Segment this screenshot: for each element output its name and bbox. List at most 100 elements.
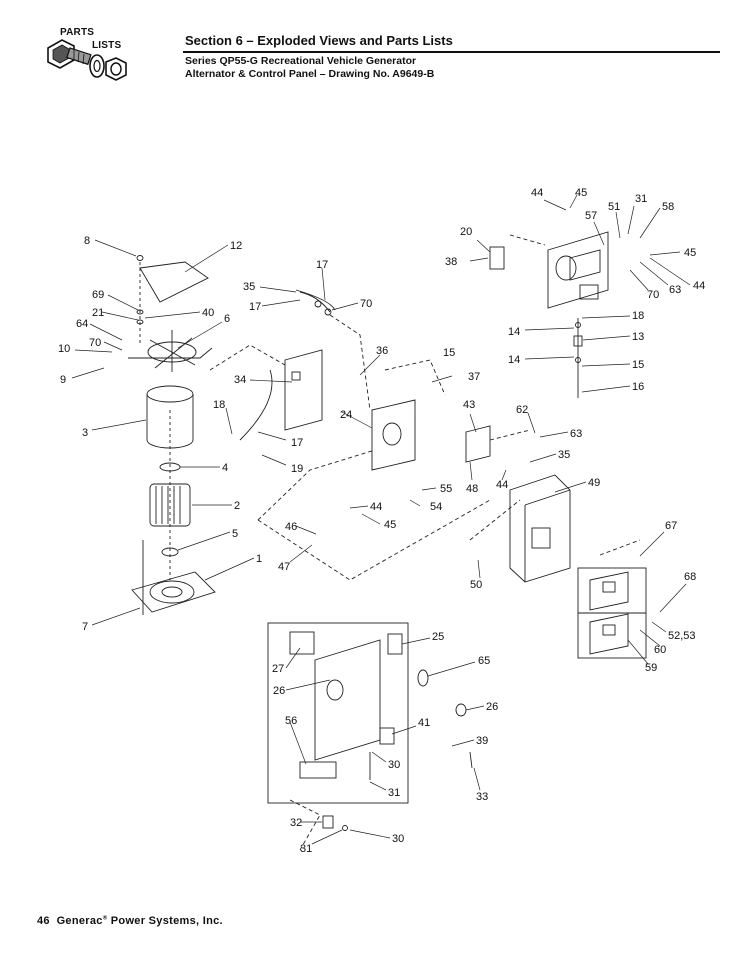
- callout-label: 31: [635, 193, 647, 205]
- callout-label: 51: [608, 201, 620, 213]
- relay: [489, 246, 505, 270]
- subtitle-drawing: Alternator & Control Panel – Drawing No.…: [185, 68, 435, 80]
- callout-label: 35: [558, 449, 570, 461]
- callout-label: 16: [632, 381, 644, 393]
- rear-panel: [371, 399, 416, 471]
- callout-label: 41: [418, 717, 430, 729]
- callout-label: 20: [460, 226, 472, 238]
- control-panel-inset: [267, 622, 409, 804]
- callout-label: 9: [60, 374, 66, 386]
- callout-label: 58: [662, 201, 674, 213]
- callout-label: 67: [665, 520, 677, 532]
- callout-label: 57: [585, 210, 597, 222]
- callout-label: 30: [392, 833, 404, 845]
- callout-label: 40: [202, 307, 214, 319]
- callout-label: 14: [508, 326, 520, 338]
- wire-lead: [239, 289, 336, 441]
- callout-label: 65: [478, 655, 490, 667]
- callout-label: 34: [234, 374, 246, 386]
- callout-label: 14: [508, 354, 520, 366]
- callout-label: 21: [92, 307, 104, 319]
- callout-label: 37: [468, 371, 480, 383]
- callout-label: 26: [486, 701, 498, 713]
- logo-label-lists: LISTS: [92, 40, 122, 51]
- mount-bracket: [284, 349, 323, 431]
- callout-label: 8: [84, 235, 90, 247]
- end-bracket: [131, 571, 216, 613]
- callout-label: 3: [82, 427, 88, 439]
- callout-label: 17: [291, 437, 303, 449]
- callout-label: 18: [632, 310, 644, 322]
- callout-label: 48: [466, 483, 478, 495]
- callout-label: 54: [430, 501, 442, 513]
- callout-label: 1: [256, 553, 262, 565]
- callout-label: 47: [278, 561, 290, 573]
- callout-label: 70: [647, 289, 659, 301]
- control-box: [509, 474, 571, 583]
- callout-label: 30: [388, 759, 400, 771]
- callout-label: 36: [376, 345, 388, 357]
- callout-label: 63: [669, 284, 681, 296]
- outlet-panel-insets: [577, 567, 647, 659]
- callout-label: 6: [224, 313, 230, 325]
- cover-plate: [139, 261, 209, 303]
- callout-label: 31: [388, 787, 400, 799]
- callout-label: 13: [632, 331, 644, 343]
- callout-label: 59: [645, 662, 657, 674]
- logo-label-parts: PARTS: [60, 27, 95, 38]
- callout-label: 25: [432, 631, 444, 643]
- callout-label: 63: [570, 428, 582, 440]
- callout-label: 60: [654, 644, 666, 656]
- callout-label: 12: [230, 240, 242, 252]
- callout-label: 45: [684, 247, 696, 259]
- callout-label: 45: [575, 187, 587, 199]
- callout-label: 18: [213, 399, 225, 411]
- callout-label: 52,53: [668, 630, 696, 642]
- callout-label: 62: [516, 404, 528, 416]
- company-name-rest: Power Systems, Inc.: [107, 915, 223, 927]
- callout-label: 32: [290, 817, 302, 829]
- callout-label: 50: [470, 579, 482, 591]
- callout-label: 44: [693, 280, 705, 292]
- subtitle-series: Series QP55-G Recreational Vehicle Gener…: [185, 55, 417, 67]
- callout-label: 69: [92, 289, 104, 301]
- callout-label: 68: [684, 571, 696, 583]
- callout-label: 19: [291, 463, 303, 475]
- callout-label: 2: [234, 500, 240, 512]
- company-name: Generac: [56, 915, 103, 927]
- callout-label: 4: [222, 462, 228, 474]
- callout-label: 43: [463, 399, 475, 411]
- callout-label: 26: [273, 685, 285, 697]
- callout-label: 33: [476, 791, 488, 803]
- callout-label: 45: [384, 519, 396, 531]
- callout-label: 10: [58, 343, 70, 355]
- callout-label: 49: [588, 477, 600, 489]
- callout-label: 55: [440, 483, 452, 495]
- callout-label: 17: [316, 259, 328, 271]
- callout-label: 15: [443, 347, 455, 359]
- callout-label: 64: [76, 318, 88, 330]
- control-panel-rear: [547, 231, 609, 309]
- callout-label: 7: [82, 621, 88, 633]
- callout-label: 39: [476, 735, 488, 747]
- callout-label: 56: [285, 715, 297, 727]
- callout-label: 15: [632, 359, 644, 371]
- callout-label: 31: [300, 843, 312, 855]
- callout-label: 17: [249, 301, 261, 313]
- callout-label: 27: [272, 663, 284, 675]
- callout-label: 44: [531, 187, 543, 199]
- header-rule: [183, 51, 720, 53]
- registered-mark: ®: [102, 915, 108, 922]
- callout-label: 70: [89, 337, 101, 349]
- callout-label: 70: [360, 298, 372, 310]
- callout-label: 5: [232, 528, 238, 540]
- bolt-nut-washer-icon: [47, 39, 127, 81]
- callout-label: 44: [496, 479, 508, 491]
- page-number: 46: [37, 915, 50, 927]
- fan-assembly: [128, 330, 213, 372]
- callout-label: 24: [340, 409, 352, 421]
- section-title: Section 6 – Exploded Views and Parts Lis…: [185, 33, 453, 48]
- callout-label: 38: [445, 256, 457, 268]
